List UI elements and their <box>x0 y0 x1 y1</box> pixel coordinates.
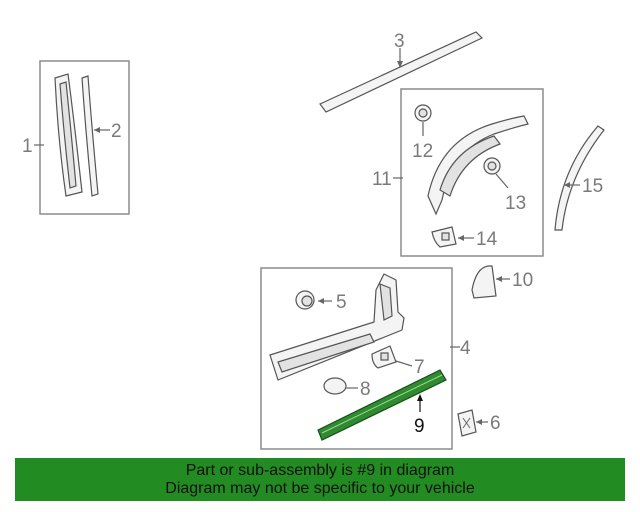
arrow-6 <box>476 419 482 425</box>
callout-5: 5 <box>336 292 347 313</box>
callout-3: 3 <box>394 31 405 52</box>
callout-1: 1 <box>22 136 33 157</box>
callout-9: 9 <box>414 416 425 437</box>
banner-line-1: Part or sub-assembly is #9 in diagram <box>185 461 455 479</box>
part-15-molding <box>554 125 605 231</box>
callout-6: 6 <box>490 413 501 434</box>
arrow-3 <box>397 61 403 68</box>
info-banner: Part or sub-assembly is #9 in diagram Di… <box>15 458 625 501</box>
arrow-9 <box>417 394 423 401</box>
callout-2: 2 <box>111 121 122 142</box>
part-12-clip-center <box>418 108 428 118</box>
arrow-2 <box>94 127 100 133</box>
callout-8: 8 <box>360 379 371 400</box>
arrow-5 <box>318 298 324 304</box>
arrow-10 <box>496 276 502 282</box>
callout-4: 4 <box>460 338 471 359</box>
callout-11: 11 <box>372 169 392 190</box>
callout-15: 15 <box>582 176 603 197</box>
part-1-pillar-trim-inner <box>59 81 77 189</box>
arrow-14 <box>458 235 464 241</box>
frame-group-11 <box>400 88 544 257</box>
banner-line-2: Diagram may not be specific to your vehi… <box>165 479 475 497</box>
frame-group-1 <box>39 60 130 215</box>
part-9-rocker-molding <box>317 369 447 441</box>
leader-13 <box>495 173 509 189</box>
part-7-clip-center <box>380 352 389 361</box>
part-11-molding-inner <box>439 135 501 197</box>
leader-7 <box>395 360 413 367</box>
part-4-rocker-panel-inner <box>277 333 375 373</box>
part-6-clip-mark <box>462 417 471 429</box>
part-4-rocker-bracket <box>379 283 393 321</box>
part-8-washer <box>323 377 347 395</box>
callout-12: 12 <box>412 141 433 162</box>
part-5-clip-center <box>301 295 313 307</box>
part-3-roof-molding <box>319 31 484 113</box>
part-14-clip-center <box>441 232 450 241</box>
part-9-highlight-line <box>321 374 443 434</box>
part-2-pillar-molding <box>81 75 99 197</box>
part-10-cover <box>471 265 497 299</box>
parts-diagram: 1 2 3 11 12 13 14 15 10 4 5 7 <box>22 31 605 450</box>
arrow-15 <box>564 182 570 188</box>
frame-group-4 <box>260 267 453 450</box>
part-13-clip-center <box>487 161 497 171</box>
callout-10: 10 <box>512 270 533 291</box>
callout-14: 14 <box>476 229 498 250</box>
part-4-rocker-panel <box>269 273 405 381</box>
callout-13: 13 <box>505 193 526 214</box>
callout-7: 7 <box>414 357 425 378</box>
